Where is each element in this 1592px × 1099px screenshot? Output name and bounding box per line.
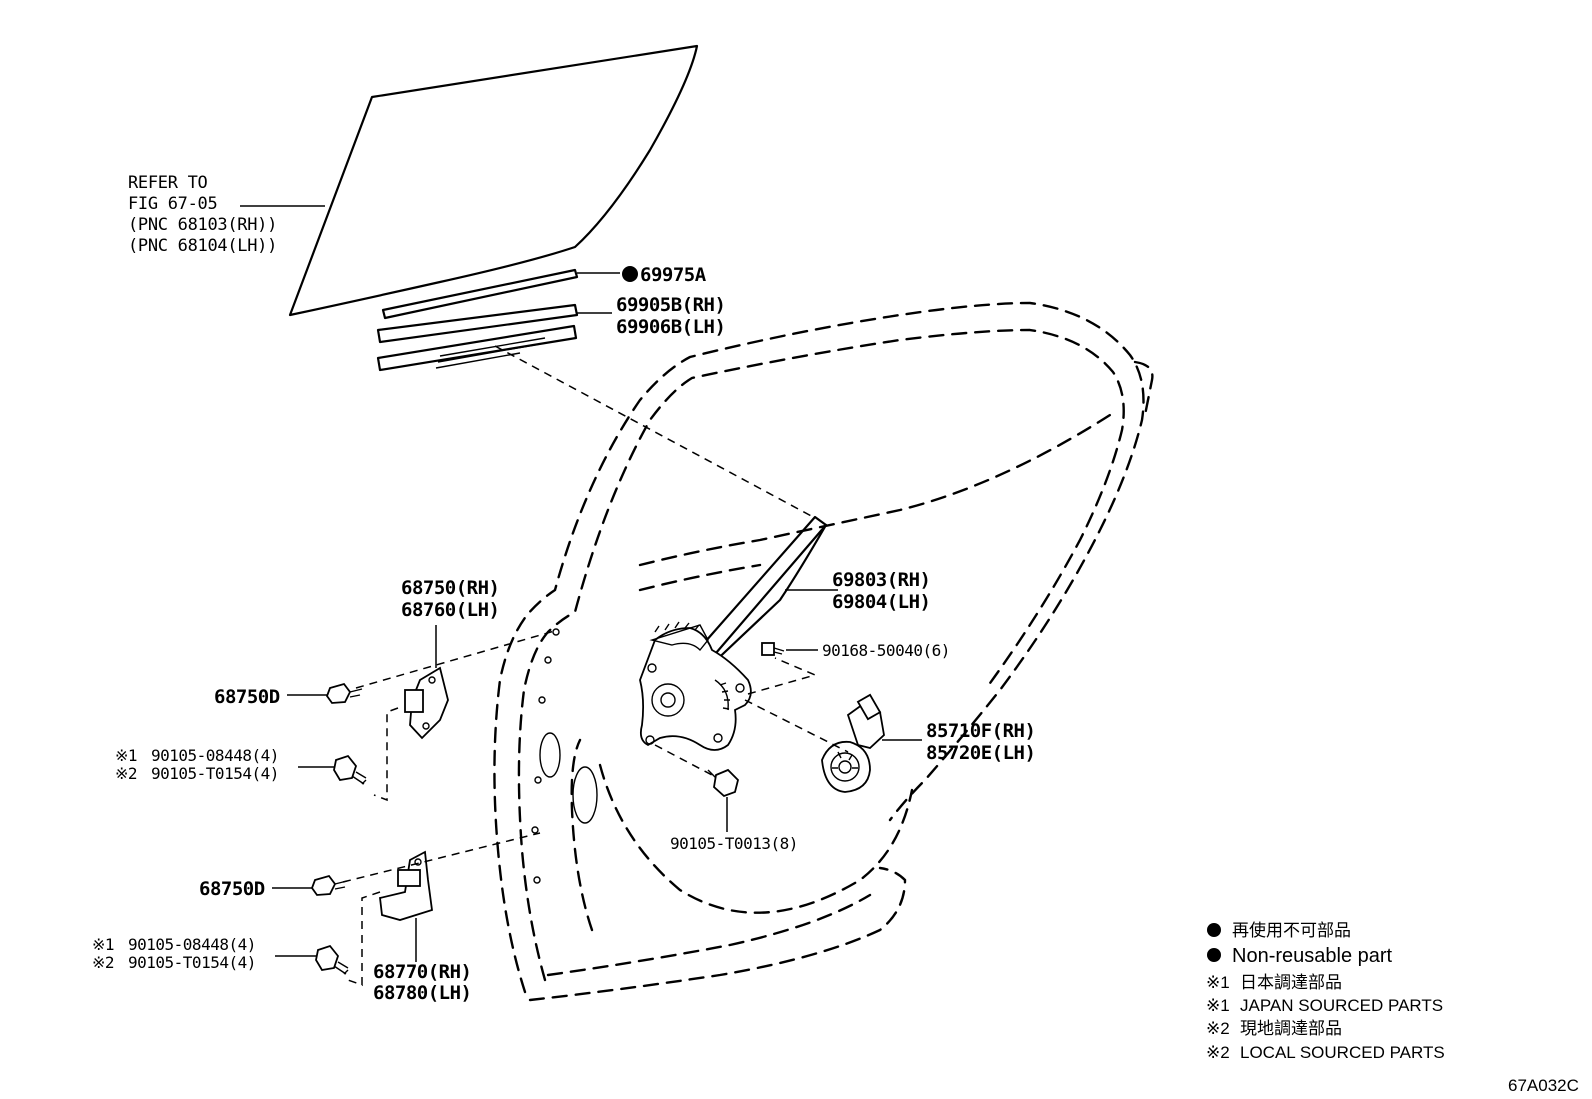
lower-hinge <box>379 850 433 921</box>
weatherstrip-lower-shape <box>376 324 578 372</box>
door-glass <box>288 44 699 317</box>
label-68770: 68770(RH) <box>373 961 471 983</box>
legend-japan-en: JAPAN SOURCED PARTS <box>1240 996 1443 1015</box>
label-69803: 69803(RH) <box>832 569 930 591</box>
label-90168: 90168-50040(6) <box>822 641 950 660</box>
bolt-90105-T0013 <box>707 768 739 798</box>
legend-nonreusable-en: Non-reusable part <box>1232 945 1393 967</box>
bolt-lower-mark2: ※2 <box>92 953 114 972</box>
upper-hinge <box>404 666 449 740</box>
bolt-lower-mark1: ※1 <box>92 935 114 954</box>
label-68780: 68780(LH) <box>373 982 471 1004</box>
bolt-68750D-lower <box>310 874 348 896</box>
weatherstrip-69975A-shape <box>381 268 579 320</box>
diagram-code: 67A032C <box>1508 1076 1579 1095</box>
label-69906B: 69906B(LH) <box>616 316 725 338</box>
bolt-upper-mark1: ※1 <box>115 746 137 765</box>
bolt-lower-code2: 90105-T0154(4) <box>128 953 256 972</box>
label-85720E: 85720E(LH) <box>926 742 1035 764</box>
screw-90168 <box>761 642 785 656</box>
window-motor <box>821 693 885 793</box>
bolt-90105-upper <box>333 754 367 785</box>
bolt-90105-lower <box>315 944 349 975</box>
legend-local-en: LOCAL SOURCED PARTS <box>1240 1043 1445 1062</box>
bolt-upper-mark2: ※2 <box>115 764 137 783</box>
label-68750: 68750(RH) <box>401 577 499 599</box>
bolt-upper-code2: 90105-T0154(4) <box>151 764 279 783</box>
legend-dot-en <box>1207 948 1221 962</box>
refer-note-line4: (PNC 68104(LH)) <box>128 236 277 256</box>
dash-bolt-upper <box>373 707 399 802</box>
window-regulator <box>639 515 828 751</box>
label-69975A: 69975A <box>640 264 707 286</box>
label-68760: 68760(LH) <box>401 599 499 621</box>
refer-note-line2: FIG 67-05 <box>128 194 217 214</box>
dash-hinge-to-door-lower <box>342 832 541 883</box>
label-68750D-upper: 68750D <box>214 686 280 708</box>
legend-japan-mark-en: ※1 <box>1206 996 1230 1015</box>
dash-strip-to-regulator <box>494 345 816 519</box>
label-85710F: 85710F(RH) <box>926 720 1035 742</box>
legend-japan-jp: 日本調達部品 <box>1240 973 1342 992</box>
legend-local-mark-en: ※2 <box>1206 1043 1230 1062</box>
door-panel <box>493 301 1154 1002</box>
refer-note-line1: REFER TO <box>128 173 208 193</box>
label-68750D-lower: 68750D <box>199 878 265 900</box>
bolt-68750D-upper <box>325 682 363 704</box>
dash-motor-to-regulator <box>744 699 849 753</box>
dash-bolt-lower <box>347 891 381 987</box>
bolt-upper-code1: 90105-08448(4) <box>151 746 279 765</box>
legend: 再使用不可部品 Non-reusable part ※1 日本調達部品 ※1 J… <box>1206 920 1445 1062</box>
weatherstrip-69905B-shape <box>376 303 579 344</box>
bolt-lower-code1: 90105-08448(4) <box>128 935 256 954</box>
legend-nonreusable-jp: 再使用不可部品 <box>1232 920 1351 940</box>
label-69804: 69804(LH) <box>832 591 930 613</box>
nonreusable-marker-69975A <box>622 266 638 282</box>
dash-bolt-to-regulator <box>654 744 713 776</box>
label-90105-T0013: 90105-T0013(8) <box>670 834 798 853</box>
legend-japan-mark-jp: ※1 <box>1206 973 1230 992</box>
dash-hinge-to-door-upper <box>355 629 559 689</box>
legend-local-jp: 現地調達部品 <box>1240 1019 1342 1038</box>
dash-screw-to-regulator <box>747 657 818 695</box>
label-69905B: 69905B(RH) <box>616 294 725 316</box>
legend-dot-jp <box>1207 923 1221 937</box>
legend-local-mark-jp: ※2 <box>1206 1019 1230 1038</box>
refer-note-line3: (PNC 68103(RH)) <box>128 215 277 235</box>
